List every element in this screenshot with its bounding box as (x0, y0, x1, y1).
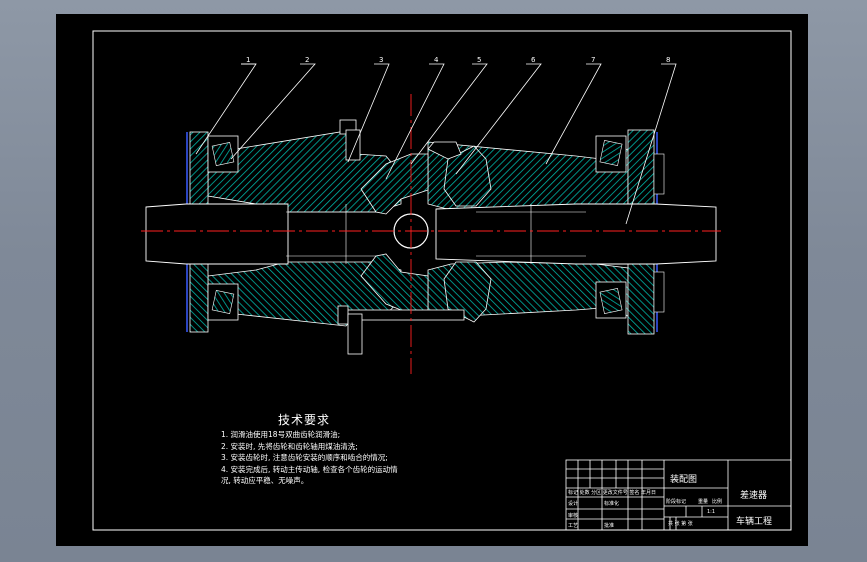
part-number-labels: 1 2 3 4 5 6 7 8 (246, 56, 670, 64)
organization: 车辆工程 (736, 517, 773, 527)
requirement-item: 1. 润滑油使用18号双曲齿轮润滑油; (221, 430, 341, 439)
scale-value: 1:1 (707, 509, 716, 515)
stage-label: 阶段标记 (666, 499, 687, 505)
part-number-3: 3 (379, 56, 383, 64)
requirement-item: 4. 安装完成后, 转动主传动轴, 检查各个齿轮的运动情 (221, 464, 398, 474)
part-name: 差速器 (740, 491, 768, 501)
axle-shaft (145, 203, 717, 265)
requirement-item: 2. 安装时, 先将齿轮和齿轮轴用煤油清洗; (221, 441, 358, 451)
inner-frame (92, 30, 792, 531)
approval-label: 批准 (604, 523, 615, 529)
part-number-1: 1 (246, 56, 250, 64)
assembly-drawing: 1 2 3 4 5 6 7 8 (92, 30, 792, 531)
part-number-7: 7 (591, 56, 595, 64)
drawing-sheet: 1 2 3 4 5 6 7 8 (56, 14, 808, 546)
part-number-6: 6 (531, 56, 536, 64)
part-number-5: 5 (477, 56, 481, 64)
revision-header: 标记 处数 分区 更改文件号 签名 年月日 (568, 490, 656, 496)
weight-label: 重量 (698, 499, 709, 505)
requirement-item: 3. 安装齿轮时, 注意齿轮安装的顺序和啮合的情况; (221, 453, 388, 462)
technical-requirements-title: 技术要求 (278, 413, 331, 427)
designer-label: 设计 (568, 501, 579, 507)
process-label: 工艺 (568, 523, 579, 529)
requirement-item: 况, 转动应平稳、无噪声。 (221, 476, 309, 485)
leader-lines (195, 63, 677, 225)
sheet-info: 共 张 第 张 (668, 521, 693, 527)
scale-label: 比例 (712, 499, 723, 505)
left-bearing-assembly (186, 131, 239, 333)
drawing-type: 装配图 (670, 475, 698, 485)
part-number-4: 4 (434, 56, 439, 64)
part-number-2: 2 (305, 56, 309, 64)
part-number-8: 8 (666, 56, 670, 64)
technical-requirements-list: 1. 润滑油使用18号双曲齿轮润滑油; 2. 安装时, 先将齿轮和齿轮轴用煤油清… (221, 429, 481, 487)
standardization-label: 标准化 (604, 501, 620, 507)
title-block (565, 459, 792, 531)
review-label: 审核 (568, 513, 579, 519)
centerlines (141, 94, 721, 374)
